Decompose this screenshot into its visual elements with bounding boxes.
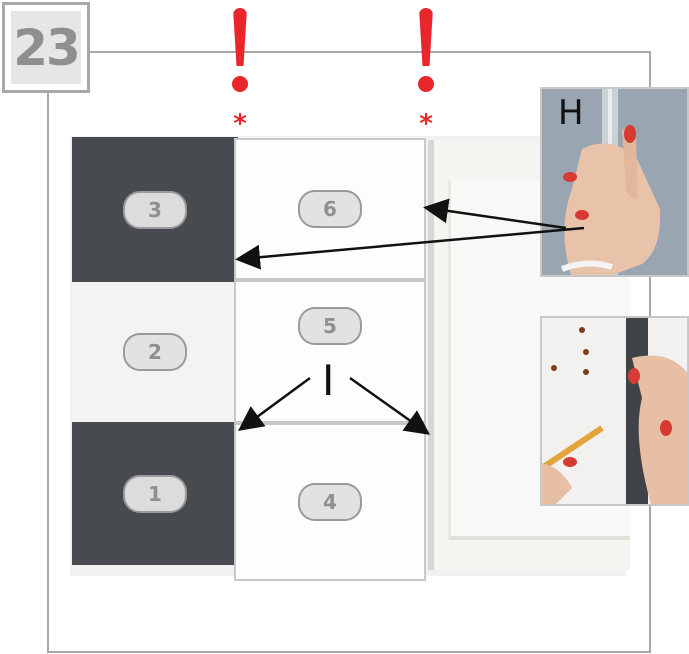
callout-label-i: I — [322, 360, 334, 402]
